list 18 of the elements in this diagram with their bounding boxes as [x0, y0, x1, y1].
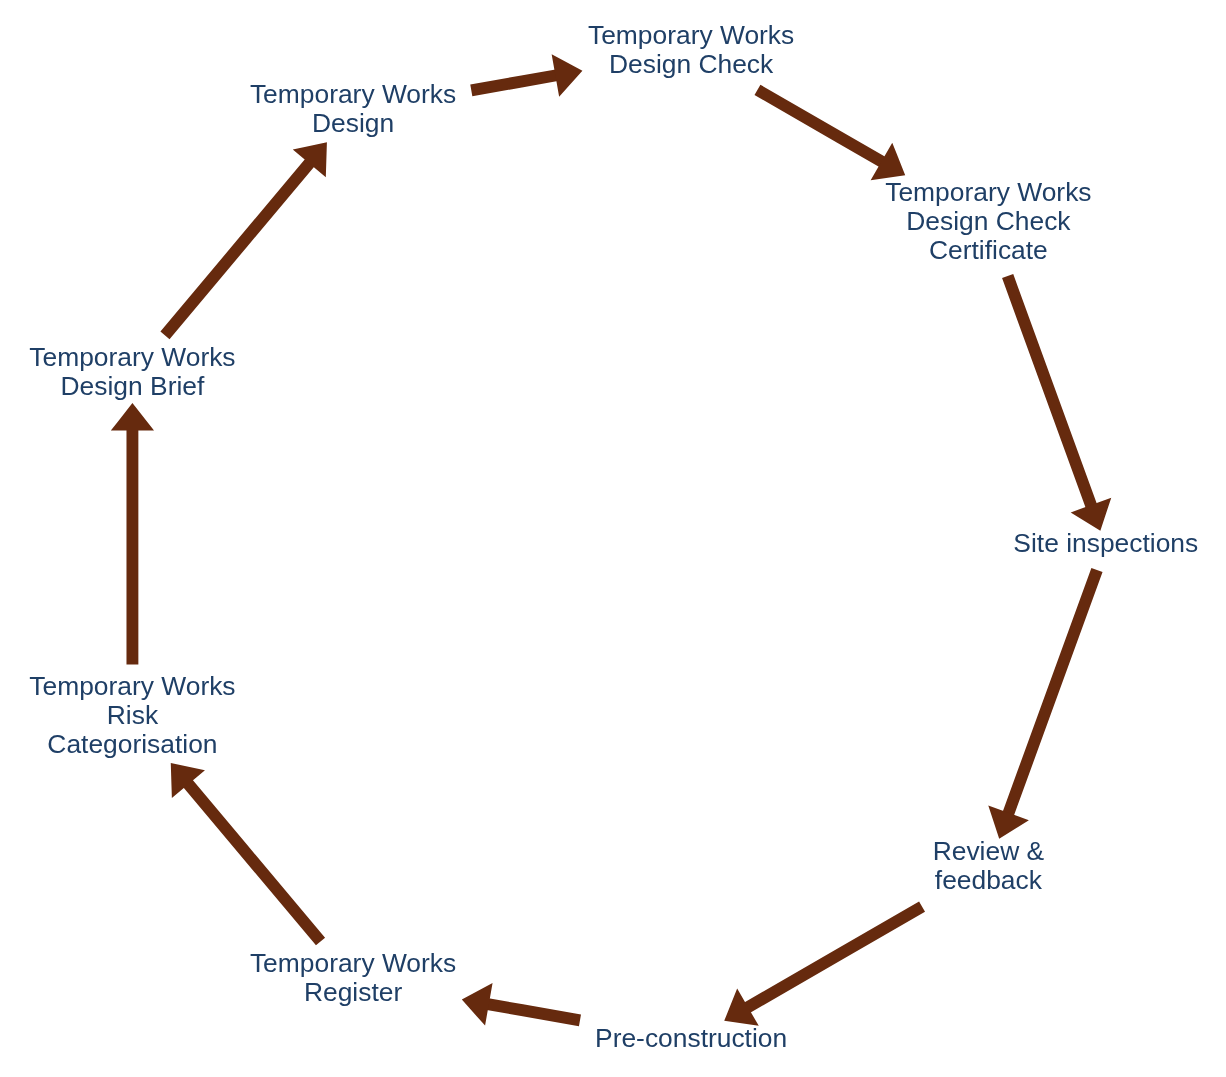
- arrow: [754, 84, 905, 181]
- arrow: [461, 983, 581, 1027]
- node-text: Temporary Works Risk Categorisation: [28, 670, 236, 760]
- arrow: [1001, 274, 1111, 531]
- arrow: [110, 403, 154, 665]
- node-text: Review & feedback: [932, 836, 1044, 896]
- node-text: Site inspections: [1012, 528, 1198, 559]
- node-text: Temporary Works Design: [249, 79, 456, 139]
- arrow: [170, 763, 325, 946]
- node-text: Temporary Works Design Check: [587, 19, 794, 79]
- arrow: [469, 54, 582, 97]
- node-text: Temporary Works Register: [249, 948, 456, 1008]
- arrow: [723, 901, 925, 1026]
- node-text: Temporary Works Design Brief: [28, 342, 236, 402]
- node-text: Temporary Works Design Check Certificate: [884, 176, 1092, 265]
- arrow: [987, 567, 1103, 839]
- arrow: [159, 142, 327, 340]
- node-text: Pre-construction: [594, 1022, 787, 1053]
